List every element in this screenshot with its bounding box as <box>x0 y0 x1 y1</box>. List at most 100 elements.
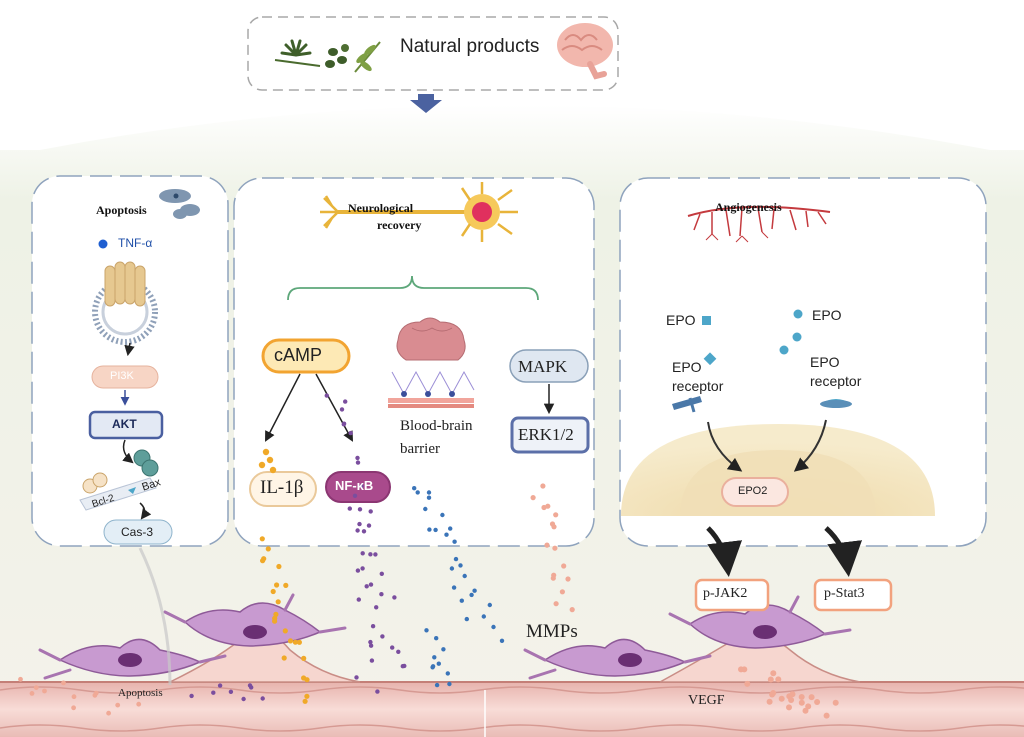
molecule-dot <box>553 512 559 518</box>
akt-box <box>88 410 164 440</box>
molecule-dot <box>71 694 77 700</box>
camp-label: cAMP <box>274 345 323 365</box>
molecule-dot <box>217 683 223 688</box>
epo-right-label: EPO <box>812 307 842 323</box>
molecule-dot <box>301 655 307 662</box>
receptor-right-line1: EPO <box>810 354 840 370</box>
molecule-dot <box>354 675 359 680</box>
molecule-dot <box>356 597 361 602</box>
molecule-dot <box>487 602 492 608</box>
molecule-dot <box>276 563 282 570</box>
molecule-dot <box>805 703 812 710</box>
molecule-dot <box>769 691 776 698</box>
molecule-dot <box>241 696 246 702</box>
pi3k-label: PI3K <box>110 370 134 382</box>
molecule-dot <box>283 582 289 589</box>
neuro-panel <box>233 177 595 547</box>
molecule-dot <box>553 601 559 607</box>
molecule-dot <box>788 697 795 703</box>
camp-box <box>261 338 351 374</box>
molecule-dot <box>440 512 445 518</box>
down-arrow-icon <box>410 94 442 113</box>
molecule-dot <box>42 688 47 694</box>
molecule-dot <box>368 509 373 514</box>
molecule-dot <box>798 699 805 706</box>
pstat3-label: p-Stat3 <box>824 586 865 601</box>
erk-box <box>510 416 590 454</box>
molecule-dot <box>424 628 429 633</box>
angio-title: Angiogenesis <box>715 200 782 214</box>
molecule-dot <box>430 664 436 669</box>
molecule-dot <box>228 689 234 694</box>
molecule-dot <box>778 695 785 702</box>
molecule-dot <box>415 490 420 495</box>
molecule-dot <box>449 566 455 571</box>
tnf-label: TNF-α <box>118 236 153 250</box>
molecule-dot <box>324 393 329 398</box>
molecule-dot <box>360 551 365 556</box>
molecule-dot <box>452 539 457 544</box>
molecule-dot <box>274 582 280 588</box>
blood-vessel <box>0 682 1024 737</box>
epo-left-label: EPO <box>666 312 696 328</box>
molecule-dot <box>359 483 364 489</box>
molecule-dot <box>368 639 373 645</box>
brain-icon <box>557 23 613 80</box>
receptor-right-line2: receptor <box>810 373 862 389</box>
molecule-dot <box>366 523 372 528</box>
molecule-dot <box>355 455 360 461</box>
molecule-dot <box>266 456 274 464</box>
epo-dot-1 <box>793 309 803 319</box>
molecule-dot <box>426 495 432 500</box>
molecule-dot <box>368 552 373 557</box>
molecule-dot <box>426 490 432 495</box>
akt-label: AKT <box>112 417 137 431</box>
molecule-dot <box>136 701 142 707</box>
molecule-dot <box>368 643 374 648</box>
vessel-apoptosis-label: Apoptosis <box>118 687 163 699</box>
molecule-dot <box>355 460 361 465</box>
molecule-dot <box>744 680 751 687</box>
molecule-dot <box>434 636 439 641</box>
molecule-dot <box>766 698 773 705</box>
molecule-dots <box>18 393 839 719</box>
molecule-dot <box>540 483 546 489</box>
tnf-receptor-membrane-icon <box>92 261 158 345</box>
il1b-label: IL-1β <box>260 477 304 498</box>
molecule-dot <box>802 707 809 714</box>
molecule-dot <box>375 689 380 694</box>
molecule-dot <box>549 521 556 527</box>
molecule-dot <box>379 592 384 597</box>
molecule-dot <box>392 595 397 600</box>
molecule-dot <box>434 682 440 688</box>
molecule-dot <box>469 592 474 598</box>
pi3k-box <box>91 365 159 389</box>
molecule-dot <box>445 671 450 676</box>
molecule-dot <box>447 681 452 687</box>
molecule-dot <box>61 680 66 686</box>
molecule-dot <box>189 693 194 699</box>
molecule-dot <box>491 624 496 630</box>
epo2-box <box>721 477 789 507</box>
molecule-dot <box>369 658 375 663</box>
molecule-dot <box>373 552 378 557</box>
molecule-dot <box>427 527 432 532</box>
molecule-dot <box>18 676 23 682</box>
molecule-dot <box>441 647 446 652</box>
molecule-dot <box>436 661 441 666</box>
molecule-dot <box>352 493 358 498</box>
molecule-dot <box>451 585 457 590</box>
molecule-dot <box>775 676 782 683</box>
neuron-icon <box>320 182 518 242</box>
molecule-dot <box>499 638 505 643</box>
molecule-dot <box>453 556 459 562</box>
nfkb-box <box>325 471 391 503</box>
molecule-dot <box>798 694 805 700</box>
molecule-dot <box>281 655 287 661</box>
molecule-dot <box>559 589 566 595</box>
molecule-dot <box>269 466 277 474</box>
molecule-dot <box>357 507 363 512</box>
receptor-left-line2: receptor <box>672 378 724 394</box>
molecule-dot <box>364 584 369 589</box>
molecule-dot <box>302 698 308 704</box>
